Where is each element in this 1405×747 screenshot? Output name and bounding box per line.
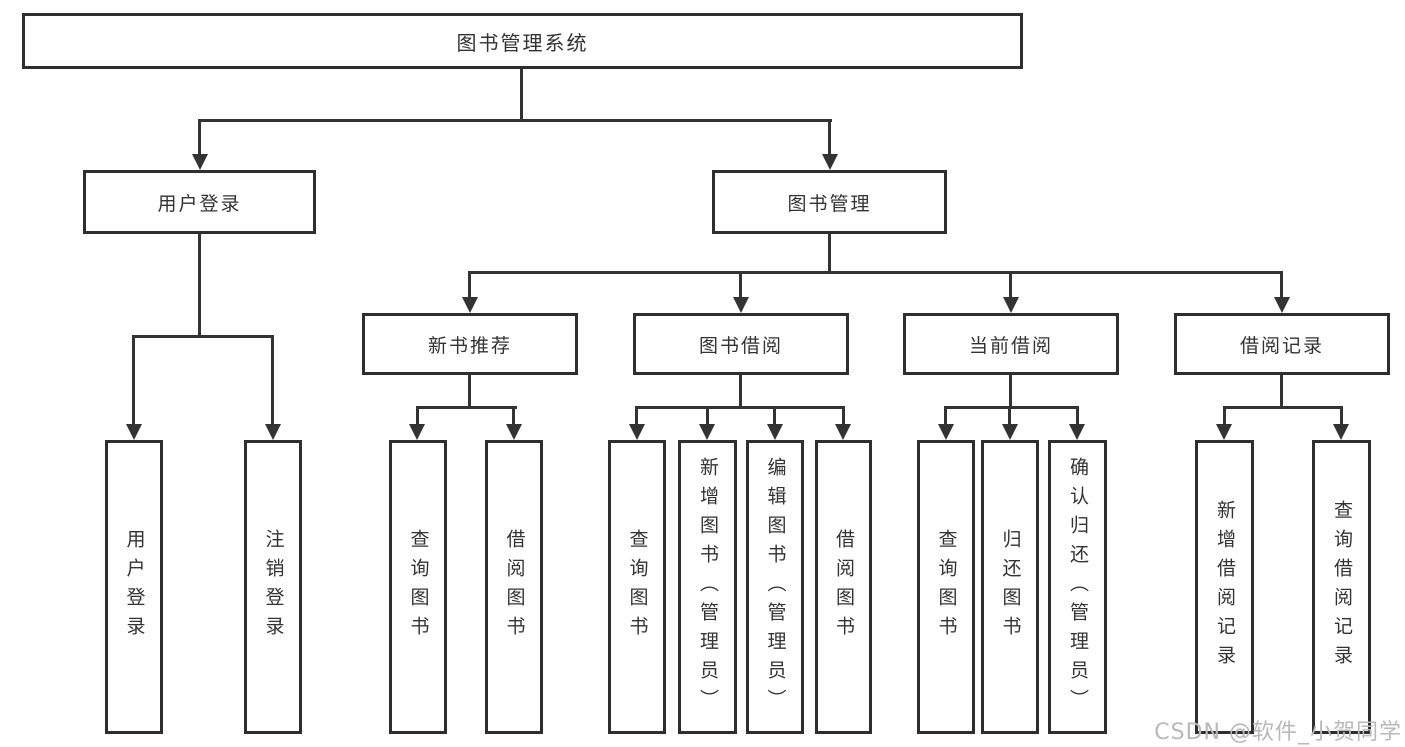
leaf-confirm-return-admin: 确认归还（管理员） bbox=[1048, 440, 1107, 734]
node-new-book-recommendation-label: 新书推荐 bbox=[427, 334, 512, 357]
arrow-down-icon bbox=[629, 424, 645, 440]
leaf-add-borrow-record: 新增借阅记录 bbox=[1195, 440, 1254, 734]
connector-user-login-stem bbox=[198, 234, 201, 338]
connector-to-leaf-logout bbox=[271, 335, 274, 424]
leaf-add-books-admin: 新增图书（管理员） bbox=[678, 440, 737, 734]
connector-leaf-stem bbox=[512, 406, 515, 426]
leaf-borrow-books-label: 借阅图书 bbox=[833, 529, 855, 645]
leaf-user-login-label: 用户登录 bbox=[123, 529, 146, 645]
leaf-edit-books-admin-label: 编辑图书（管理员） bbox=[764, 456, 787, 718]
arrow-down-icon bbox=[126, 424, 142, 440]
leaf-query-books-current-label: 查询图书 bbox=[935, 529, 958, 645]
connector-recommendation-stem bbox=[468, 375, 471, 408]
leaf-edit-books-admin: 编辑图书（管理员） bbox=[746, 440, 804, 734]
arrow-down-icon bbox=[1333, 424, 1349, 440]
arrow-down-icon bbox=[506, 424, 522, 440]
arrow-down-icon bbox=[1274, 297, 1290, 313]
leaf-return-books: 归还图书 bbox=[981, 440, 1039, 734]
connector-user-login-bar bbox=[132, 335, 274, 338]
connector-to-book-management bbox=[828, 119, 831, 156]
node-current-borrowing-label: 当前借阅 bbox=[968, 334, 1053, 357]
node-book-management: 图书管理 bbox=[712, 170, 947, 234]
arrow-down-icon bbox=[265, 424, 281, 440]
leaf-logout-label: 注销登录 bbox=[262, 529, 285, 645]
node-borrowing-records: 借阅记录 bbox=[1174, 313, 1390, 375]
connector-to-user-login bbox=[198, 119, 201, 156]
watermark: CSDN @软件_小贺同学 bbox=[1154, 720, 1402, 745]
connector-to-leaf-user-login bbox=[132, 335, 135, 424]
connector-leaf-stem bbox=[1008, 406, 1011, 426]
connector-borrowing-stem bbox=[739, 375, 742, 408]
node-book-borrowing-label: 图书借阅 bbox=[698, 334, 783, 357]
connector-to-recommendation bbox=[468, 271, 471, 298]
leaf-borrow-books: 借阅图书 bbox=[815, 440, 872, 734]
node-library-system-label: 图书管理系统 bbox=[456, 30, 589, 55]
connector-root-bar bbox=[198, 119, 832, 122]
node-book-management-label: 图书管理 bbox=[787, 192, 872, 215]
leaf-query-books-borrowing: 查询图书 bbox=[608, 440, 666, 734]
leaf-add-borrow-record-label: 新增借阅记录 bbox=[1214, 500, 1236, 674]
arrow-down-icon bbox=[733, 297, 749, 313]
node-user-login-label: 用户登录 bbox=[157, 192, 242, 215]
leaf-query-books-current: 查询图书 bbox=[917, 440, 975, 734]
connector-leaf-stem bbox=[1076, 406, 1079, 426]
node-library-system: 图书管理系统 bbox=[22, 13, 1023, 69]
arrow-down-icon bbox=[409, 424, 425, 440]
connector-current-stem bbox=[1009, 375, 1012, 408]
arrow-down-icon bbox=[192, 154, 208, 170]
connector-recommendation-bar bbox=[416, 406, 517, 409]
connector-records-stem bbox=[1280, 375, 1283, 408]
connector-leaf-stem bbox=[1340, 406, 1343, 426]
node-current-borrowing: 当前借阅 bbox=[903, 313, 1119, 375]
leaf-query-borrow-record-label: 查询借阅记录 bbox=[1331, 500, 1353, 674]
arrow-down-icon bbox=[1069, 424, 1085, 440]
connector-leaf-stem bbox=[773, 406, 776, 426]
connector-leaf-stem bbox=[706, 406, 709, 426]
connector-leaf-stem bbox=[944, 406, 947, 426]
connector-to-borrowing bbox=[739, 271, 742, 298]
arrow-down-icon bbox=[1002, 424, 1018, 440]
connector-borrowing-bar bbox=[635, 406, 845, 409]
connector-current-bar bbox=[944, 406, 1079, 409]
leaf-logout: 注销登录 bbox=[244, 440, 302, 734]
leaf-add-books-admin-label: 新增图书（管理员） bbox=[697, 456, 719, 718]
leaf-return-books-label: 归还图书 bbox=[999, 529, 1022, 645]
arrow-down-icon bbox=[767, 424, 783, 440]
leaf-query-books-recommend-label: 查询图书 bbox=[407, 529, 430, 645]
leaf-query-borrow-record: 查询借阅记录 bbox=[1312, 440, 1371, 734]
connector-root-stem bbox=[520, 69, 523, 120]
node-user-login: 用户登录 bbox=[83, 170, 316, 234]
node-book-borrowing: 图书借阅 bbox=[633, 313, 849, 375]
connector-leaf-stem bbox=[1223, 406, 1226, 426]
connector-leaf-stem bbox=[416, 406, 419, 426]
arrow-down-icon bbox=[1216, 424, 1232, 440]
node-new-book-recommendation: 新书推荐 bbox=[362, 313, 578, 375]
connector-leaf-stem bbox=[842, 406, 845, 426]
leaf-query-books-borrowing-label: 查询图书 bbox=[626, 529, 649, 645]
leaf-user-login: 用户登录 bbox=[105, 440, 163, 734]
arrow-down-icon bbox=[822, 154, 838, 170]
connector-book-management-stem bbox=[828, 234, 831, 273]
connector-to-current bbox=[1009, 271, 1012, 298]
connector-leaf-stem bbox=[635, 406, 638, 426]
leaf-borrow-books-recommend: 借阅图书 bbox=[485, 440, 543, 734]
connector-book-management-bar bbox=[468, 271, 1283, 274]
leaf-confirm-return-admin-label: 确认归还（管理员） bbox=[1067, 456, 1089, 718]
leaf-borrow-books-recommend-label: 借阅图书 bbox=[503, 529, 526, 645]
arrow-down-icon bbox=[835, 424, 851, 440]
arrow-down-icon bbox=[699, 424, 715, 440]
connector-to-records bbox=[1280, 271, 1283, 298]
arrow-down-icon bbox=[462, 297, 478, 313]
connector-records-bar bbox=[1223, 406, 1343, 409]
node-borrowing-records-label: 借阅记录 bbox=[1239, 334, 1324, 357]
leaf-query-books-recommend: 查询图书 bbox=[389, 440, 447, 734]
arrow-down-icon bbox=[1003, 297, 1019, 313]
arrow-down-icon bbox=[938, 424, 954, 440]
